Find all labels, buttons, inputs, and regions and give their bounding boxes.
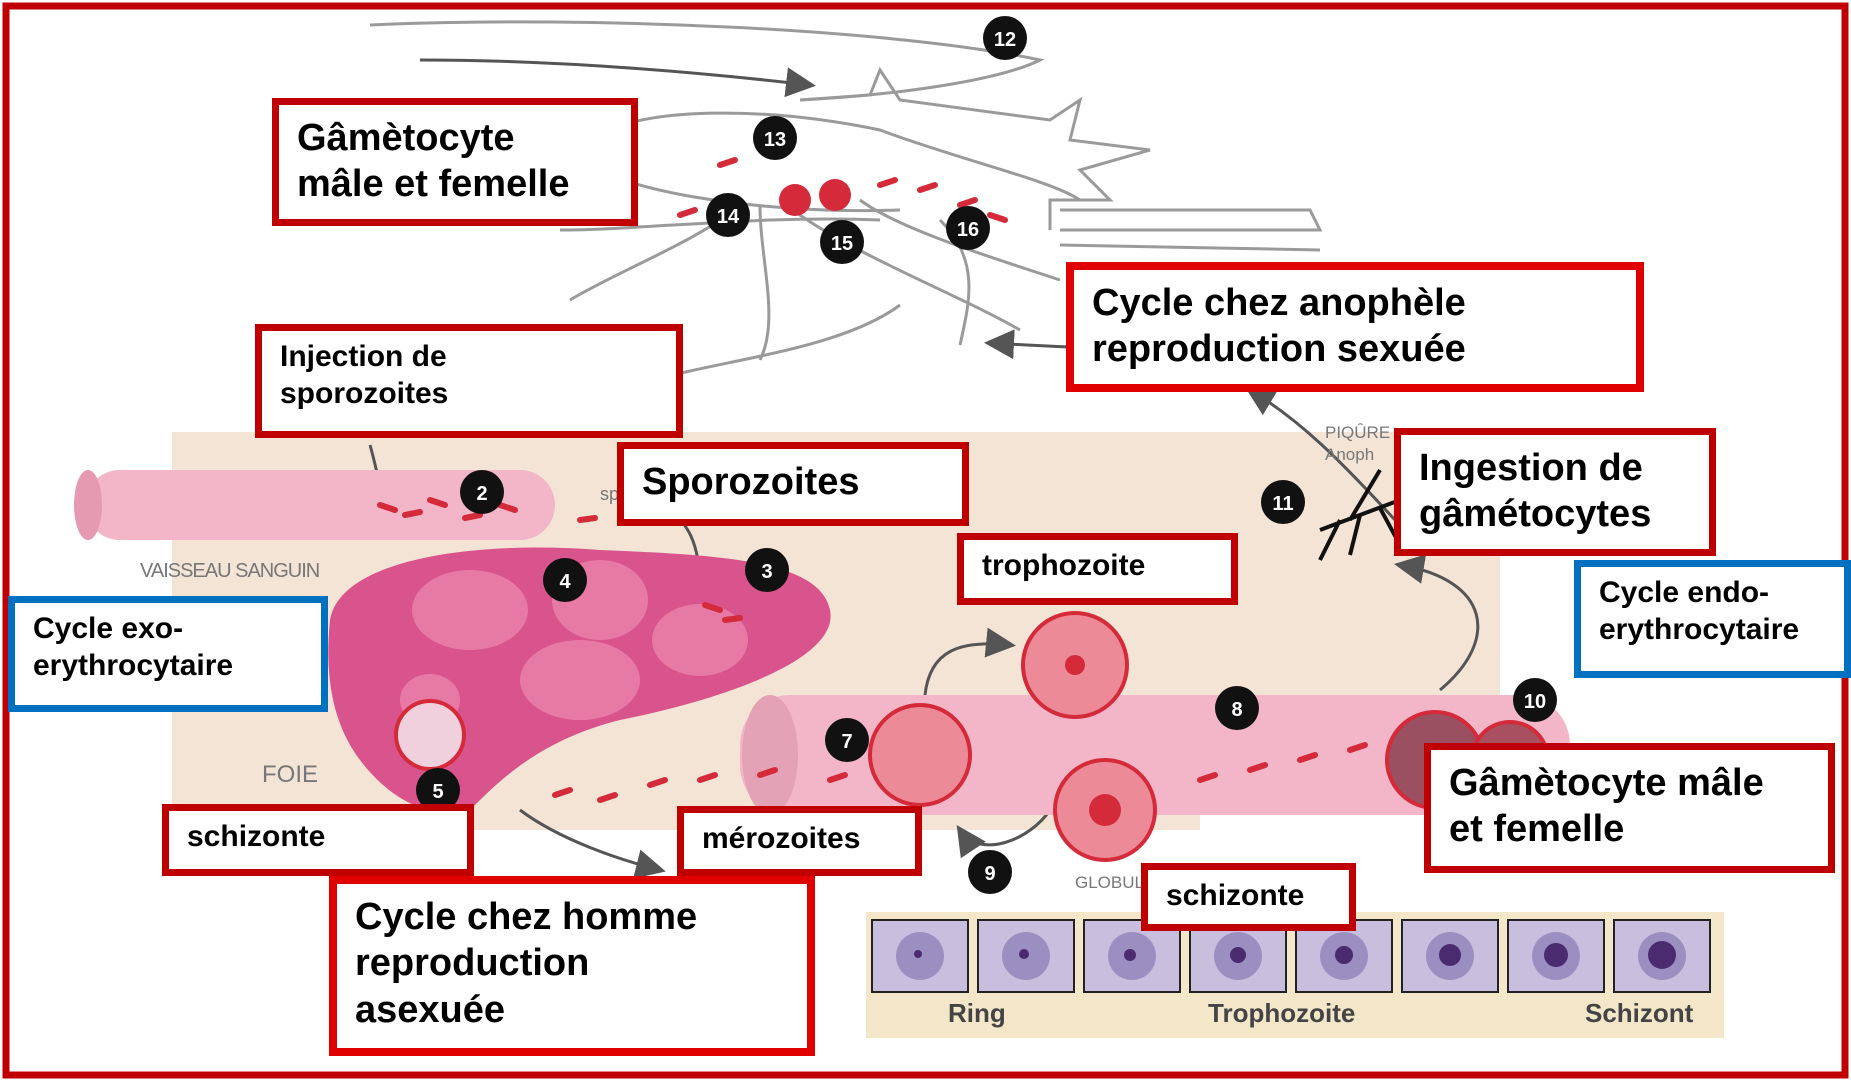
label-cycle-anophele: Cycle chez anophèle reproduction sexuée — [1066, 262, 1644, 392]
label-trophozoite: trophozoite — [957, 533, 1238, 605]
label-schizonte-left: schizonte — [162, 804, 474, 876]
step-number: 10 — [1524, 691, 1546, 713]
step-number: 3 — [761, 561, 772, 583]
step-number: 13 — [764, 129, 786, 151]
step-number: 16 — [957, 219, 979, 241]
label-cycle-endo: Cycle endo- erythrocytaire — [1574, 560, 1851, 678]
step-number: 9 — [984, 863, 995, 885]
vessel-caption: VAISSEAU SANGUIN — [140, 560, 319, 582]
liver-caption: FOIE — [262, 761, 318, 788]
step-number: 15 — [831, 233, 853, 255]
strip-label-schizont: Schizont — [1585, 998, 1694, 1028]
anopheles-caption: Anoph — [1325, 445, 1374, 464]
label-injection-sporozoites: Injection de sporozoites — [255, 324, 683, 438]
label-cycle-homme: Cycle chez homme reproduction asexuée — [329, 876, 815, 1056]
label-schizonte-bottom: schizonte — [1141, 863, 1356, 931]
bite-caption: PIQÛRE — [1325, 423, 1390, 442]
strip-label-ring: Ring — [948, 998, 1006, 1028]
step-number: 12 — [994, 29, 1016, 51]
step-number: 4 — [559, 571, 571, 593]
step-number: 7 — [841, 731, 852, 753]
step-number: 11 — [1272, 493, 1293, 515]
step-number: 8 — [1231, 699, 1242, 721]
step-number: 2 — [476, 483, 487, 505]
strip-label-trophozoite: Trophozoite — [1208, 998, 1355, 1028]
label-gametocyte-right: Gâmètocyte mâle et femelle — [1424, 743, 1835, 873]
label-gametocyte-top: Gâmètocyte mâle et femelle — [272, 98, 638, 226]
label-sporozoites: Sporozoites — [617, 442, 969, 526]
label-cycle-exo: Cycle exo- erythrocytaire — [8, 596, 328, 712]
label-ingestion-gametocytes: Ingestion de gâmétocytes — [1394, 428, 1716, 556]
step-number: 5 — [432, 781, 443, 803]
label-merozoites: mérozoites — [677, 806, 922, 876]
step-number: 14 — [717, 206, 740, 228]
